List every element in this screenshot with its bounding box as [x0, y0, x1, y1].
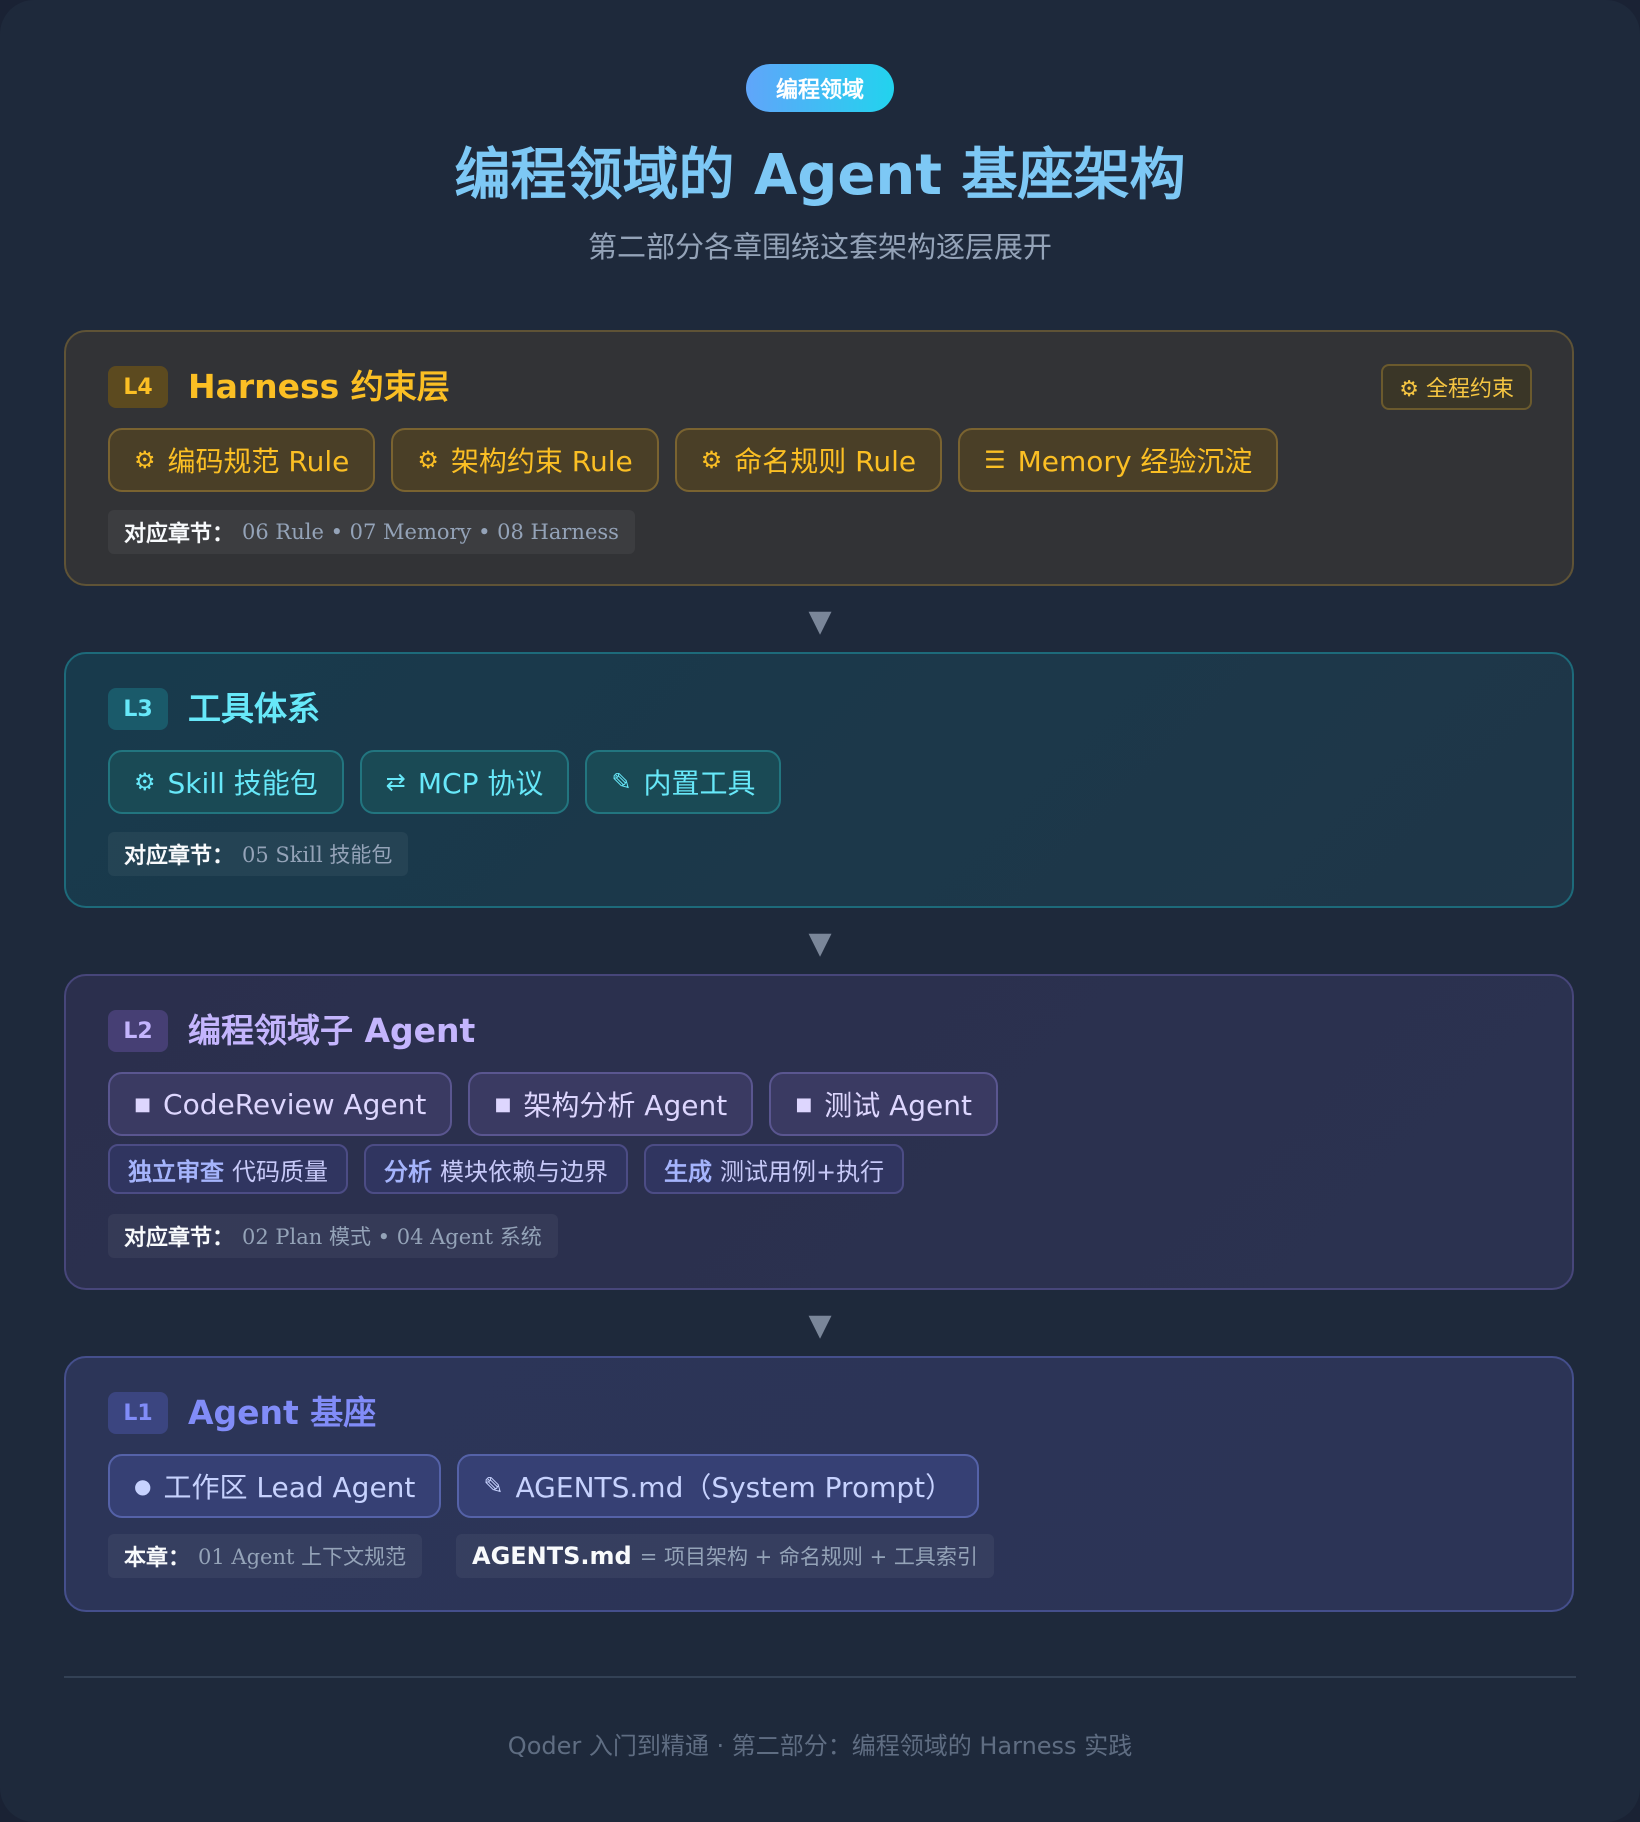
agents-md-formula: AGENTS.md = 项目架构 + 命名规则 + 工具索引: [456, 1534, 994, 1578]
chip-row: ■ CodeReview Agent ■ 架构分析 Agent ■ 测试 Agent: [108, 1072, 998, 1136]
description-bold: 分析: [384, 1157, 432, 1186]
reference-value: 06 Rule • 07 Memory • 08 Harness: [242, 520, 619, 544]
layer-l2: L2 编程领域子 Agent ■ CodeReview Agent ■ 架构分析 A…: [64, 974, 1574, 1290]
level-badge: L3: [108, 688, 168, 730]
chip-naming-rule[interactable]: ⚙ 命名规则 Rule: [674, 428, 943, 492]
chip-mcp[interactable]: ⇄ MCP 协议: [359, 750, 570, 814]
description-text: 模块依赖与边界: [440, 1157, 608, 1186]
reference-key: 对应章节：: [124, 1226, 235, 1251]
chapter-reference: 本章： 01 Agent 上下文规范: [108, 1534, 423, 1578]
page-title: 编程领域的 Agent 基座架构: [454, 143, 1186, 208]
chip-label: CodeReview Agent: [163, 1087, 427, 1121]
gear-icon: ⚙: [417, 446, 439, 474]
footer-divider: [64, 1676, 1576, 1678]
level-badge: L1: [108, 1392, 168, 1434]
constraint-tag: ⚙ 全程约束: [1381, 364, 1532, 410]
chip-label: Skill 技能包: [167, 767, 318, 800]
description-text: 代码质量: [232, 1157, 328, 1186]
description-bold: 生成: [664, 1157, 712, 1186]
chip-label: 内置工具: [643, 767, 756, 800]
chip-codereview-agent[interactable]: ■ CodeReview Agent: [108, 1072, 453, 1136]
pencil-icon: ✎: [483, 1472, 504, 1500]
pencil-icon: ✎: [611, 768, 632, 796]
reference-key: 对应章节：: [124, 522, 235, 547]
page-subtitle: 第二部分各章围绕这套架构逐层展开: [587, 230, 1052, 264]
footer-text: Qoder 入门到精通 · 第二部分：编程领域的 Harness 实践: [507, 1732, 1133, 1760]
reference-value: 05 Skill 技能包: [242, 843, 393, 867]
chip-row: ● 工作区 Lead Agent ✎ AGENTS.md（System Prompt…: [108, 1454, 980, 1518]
agent-description: 生成测试用例+执行: [644, 1144, 905, 1194]
layer-l4: L4 Harness 约束层 ⚙ 全程约束 ⚙ 编码规范 Rule ⚙ 架构约束 R…: [64, 330, 1574, 586]
chip-label: Memory 经验沉淀: [1017, 445, 1253, 478]
chip-memory[interactable]: ☰ Memory 经验沉淀: [958, 428, 1279, 492]
domain-badge: 编程领域: [746, 64, 894, 112]
square-icon: ■: [494, 1093, 512, 1115]
layer-l1: L1 Agent 基座 ● 工作区 Lead Agent ✎ AGENTS.md（S…: [64, 1356, 1574, 1612]
chip-skill[interactable]: ⚙ Skill 技能包: [108, 750, 344, 814]
reference-value: 02 Plan 模式 • 04 Agent 系统: [242, 1225, 542, 1249]
chapter-reference: 对应章节： 02 Plan 模式 • 04 Agent 系统: [108, 1214, 558, 1258]
menu-icon: ☰: [984, 446, 1006, 474]
chip-row: ⚙ 编码规范 Rule ⚙ 架构约束 Rule ⚙ 命名规则 Rule ☰ Memory…: [108, 428, 1279, 492]
level-badge: L2: [108, 1010, 168, 1052]
layer-l3: L3 工具体系 ⚙ Skill 技能包 ⇄ MCP 协议 ✎ 内置工具 对应章节： 0…: [64, 652, 1574, 908]
down-arrow-icon: ▼: [808, 1308, 832, 1343]
chip-lead-agent[interactable]: ● 工作区 Lead Agent: [108, 1454, 442, 1518]
layer-title: 工具体系: [188, 689, 320, 728]
chip-architecture-agent[interactable]: ■ 架构分析 Agent: [468, 1072, 754, 1136]
chip-label: 架构分析 Agent: [523, 1089, 728, 1122]
description-text: 测试用例+执行: [720, 1157, 885, 1186]
formula-key: AGENTS.md: [472, 1542, 632, 1570]
agent-description: 独立审查代码质量: [108, 1144, 348, 1194]
chip-builtin-tools[interactable]: ✎ 内置工具: [585, 750, 782, 814]
chip-label: 编码规范 Rule: [167, 445, 350, 478]
swap-icon: ⇄: [385, 768, 406, 796]
layer-title: Harness 约束层: [188, 367, 450, 406]
square-icon: ■: [134, 1093, 152, 1115]
level-badge: L4: [108, 366, 168, 408]
description-bold: 独立审查: [128, 1157, 224, 1186]
chip-agents-md[interactable]: ✎ AGENTS.md（System Prompt）: [457, 1454, 980, 1518]
chip-label: 测试 Agent: [824, 1089, 972, 1122]
gear-icon: ⚙: [134, 446, 156, 474]
chip-label: 架构约束 Rule: [450, 445, 633, 478]
chip-row: ⚙ Skill 技能包 ⇄ MCP 协议 ✎ 内置工具: [108, 750, 782, 814]
chapter-reference: 对应章节： 05 Skill 技能包: [108, 832, 409, 876]
gear-icon: ⚙: [134, 768, 156, 796]
chip-label: 命名规则 Rule: [734, 445, 917, 478]
chapter-reference: 对应章节： 06 Rule • 07 Memory • 08 Harness: [108, 510, 635, 554]
layer-title: 编程领域子 Agent: [188, 1011, 476, 1050]
gear-icon: ⚙: [700, 446, 723, 474]
down-arrow-icon: ▼: [808, 604, 832, 639]
chip-label: 工作区 Lead Agent: [163, 1471, 416, 1504]
down-arrow-icon: ▼: [808, 926, 832, 961]
square-icon: ■: [795, 1093, 813, 1115]
reference-value: 01 Agent 上下文规范: [198, 1545, 407, 1569]
chip-label: MCP 协议: [417, 767, 544, 800]
chip-label: AGENTS.md（System Prompt）: [515, 1471, 954, 1504]
chip-coding-rule[interactable]: ⚙ 编码规范 Rule: [108, 428, 376, 492]
layer-title: Agent 基座: [188, 1393, 377, 1432]
agent-description-row: 独立审查代码质量 分析模块依赖与边界 生成测试用例+执行: [108, 1144, 905, 1194]
agent-description: 分析模块依赖与边界: [364, 1144, 628, 1194]
dot-icon: ●: [134, 1474, 152, 1498]
chip-architecture-rule[interactable]: ⚙ 架构约束 Rule: [391, 428, 659, 492]
reference-key: 本章：: [124, 1546, 191, 1571]
reference-key: 对应章节：: [124, 844, 235, 869]
formula-value: = 项目架构 + 命名规则 + 工具索引: [639, 1545, 978, 1569]
chip-test-agent[interactable]: ■ 测试 Agent: [769, 1072, 998, 1136]
